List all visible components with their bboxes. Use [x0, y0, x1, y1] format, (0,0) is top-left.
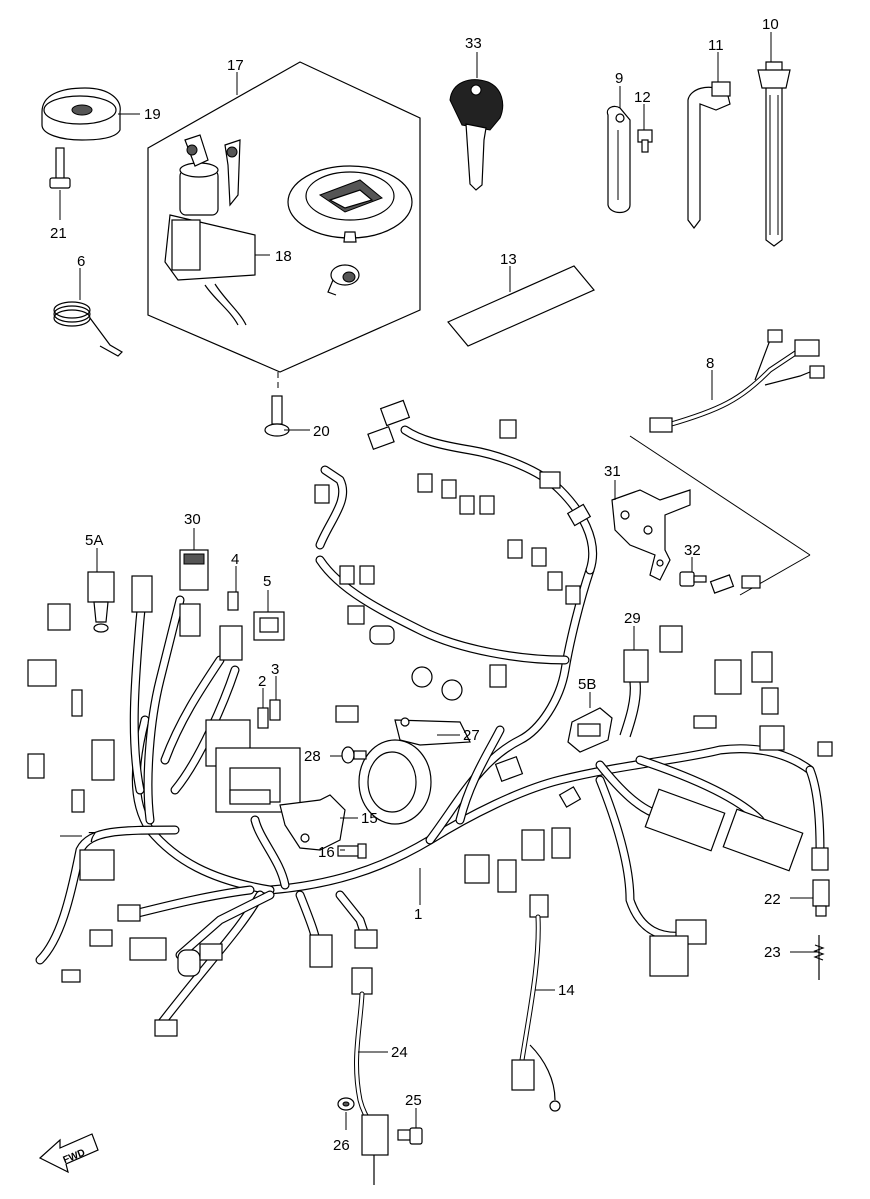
horn [358, 717, 471, 825]
fuse-3 [269, 699, 281, 721]
sub-harness-8 [629, 329, 825, 596]
callout-15: 15 [361, 810, 378, 827]
grommet-26 [337, 1097, 355, 1111]
callout-10: 10 [762, 16, 779, 33]
seat-lock [327, 264, 360, 296]
callout-16: 16 [318, 844, 335, 861]
callout-11: 11 [708, 37, 724, 54]
clamp-11 [687, 81, 731, 229]
callout-28: 28 [304, 748, 321, 765]
bracket-15 [279, 794, 346, 851]
callout-29: 29 [624, 610, 641, 627]
callout-labels: 17 19 21 6 18 20 33 9 12 11 10 13 8 31 3… [50, 16, 781, 1154]
callout-5: 5 [263, 573, 271, 590]
fuse-2 [257, 707, 269, 729]
callout-22: 22 [764, 891, 781, 908]
callout-18: 18 [275, 248, 292, 265]
sub-harness-14 [511, 894, 561, 1112]
callout-1: 1 [414, 906, 422, 923]
callout-13: 13 [500, 251, 517, 268]
callout-6: 6 [77, 253, 85, 270]
callout-2: 2 [258, 673, 266, 690]
callout-19: 19 [144, 106, 161, 123]
sensor-29 [619, 649, 649, 738]
callout-20: 20 [313, 423, 330, 440]
switch-22 [812, 879, 830, 917]
callout-25: 25 [405, 1092, 422, 1109]
callout-7: 7 [88, 829, 96, 846]
harness-connectors [27, 399, 833, 1037]
fuse-4 [227, 591, 239, 611]
fwd-arrow-icon: FWD [38, 1133, 99, 1174]
bolt-12 [637, 129, 653, 153]
pad-13 [447, 265, 595, 347]
callout-26: 26 [333, 1137, 350, 1154]
bracket-31 [611, 489, 691, 581]
callout-3: 3 [271, 661, 279, 678]
fuel-cap [287, 165, 413, 243]
spring-6 [53, 301, 123, 357]
bolt-25 [397, 1127, 423, 1145]
callout-5b: 5B [578, 676, 596, 693]
callout-8: 8 [706, 355, 714, 372]
callout-5a: 5A [85, 532, 103, 549]
key-cover [41, 87, 121, 141]
bolt-32 [679, 571, 707, 587]
callout-33: 33 [465, 35, 482, 52]
callout-31: 31 [604, 463, 621, 480]
part-5 [253, 611, 285, 641]
relay-30 [179, 549, 209, 591]
band-9 [606, 105, 631, 214]
callout-17: 17 [227, 57, 244, 74]
pin-23 [813, 935, 825, 980]
ignition-kit-box [147, 61, 421, 392]
callout-23: 23 [764, 944, 781, 961]
callout-24: 24 [391, 1044, 408, 1061]
sensor-24 [351, 967, 389, 1185]
ignition-switch [164, 134, 256, 326]
fuse-box [205, 719, 301, 813]
cable-tie-10 [757, 61, 791, 247]
leader-lines [59, 32, 819, 1130]
relay-5a [87, 571, 115, 633]
callout-30: 30 [184, 511, 201, 528]
callout-12: 12 [634, 89, 651, 106]
cover-5b [567, 707, 613, 753]
callout-27: 27 [463, 727, 480, 744]
callout-21: 21 [50, 225, 67, 242]
bolt-21 [49, 147, 71, 189]
callout-9: 9 [615, 70, 623, 87]
callout-32: 32 [684, 542, 701, 559]
screw-28 [341, 746, 367, 764]
callout-4: 4 [231, 551, 239, 568]
key-33 [449, 79, 504, 191]
callout-14: 14 [558, 982, 575, 999]
bolt-16 [337, 843, 367, 859]
